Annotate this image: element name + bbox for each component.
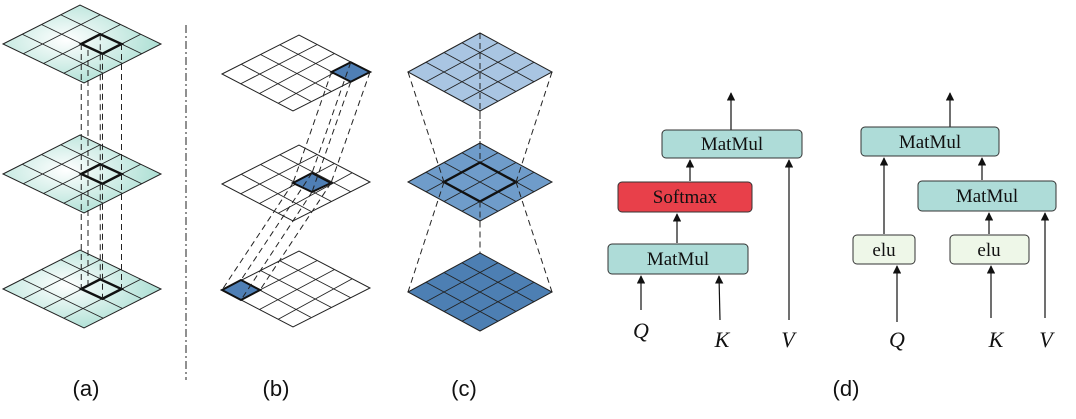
- matmul-bottom-label-left: MatMul: [647, 249, 709, 270]
- grid-b-top: [220, 34, 373, 112]
- grid-a-mid: [1, 134, 163, 214]
- elu-left-label: elu: [872, 240, 896, 261]
- grid-c-top: [406, 32, 554, 112]
- panel-a: [1, 4, 163, 329]
- matmul-mid-box-right: [917, 180, 1057, 212]
- grid-b-bottom: [219, 250, 372, 328]
- softmax-attention-block: MatMul Softmax MatMul Q K V: [607, 92, 803, 352]
- grid-c-bottom: [406, 252, 554, 332]
- matmul-bottom-box-left: [607, 243, 749, 275]
- caption-a: (a): [73, 376, 100, 401]
- q-label-left: Q: [633, 318, 649, 343]
- elu-right-box: [949, 234, 1030, 265]
- softmax-box: [617, 181, 753, 213]
- matmul-mid-label-right: MatMul: [956, 186, 1018, 207]
- k-label-left: K: [714, 327, 731, 352]
- grid-b-mid: [220, 144, 372, 222]
- panel-b: [219, 34, 373, 328]
- arrow-k-left: [714, 275, 724, 321]
- connectors-b: [221, 62, 371, 301]
- panel-c: [406, 32, 554, 332]
- matmul-top-label-right: MatMul: [899, 132, 961, 153]
- k-label-right: K: [988, 327, 1005, 352]
- elu-right-label: elu: [977, 240, 1001, 261]
- grid-a-top: [1, 4, 163, 84]
- connectors-a: [80, 34, 122, 299]
- caption-c: (c): [451, 376, 477, 401]
- grid-a-bottom: [1, 249, 163, 329]
- v-label-right: V: [1039, 327, 1055, 352]
- matmul-top-label-left: MatMul: [701, 134, 763, 155]
- matmul-top-box-left: [661, 129, 803, 159]
- v-label-left: V: [781, 327, 797, 352]
- connectors-c: [407, 33, 553, 293]
- softmax-label: Softmax: [653, 187, 718, 208]
- elu-left-box: [852, 234, 916, 265]
- matmul-top-box-right: [860, 126, 1000, 157]
- linear-attention-block: MatMul MatMul elu elu Q K V: [852, 92, 1057, 352]
- caption-d: (d): [833, 376, 860, 401]
- caption-b: (b): [263, 376, 290, 401]
- q-label-right: Q: [889, 327, 905, 352]
